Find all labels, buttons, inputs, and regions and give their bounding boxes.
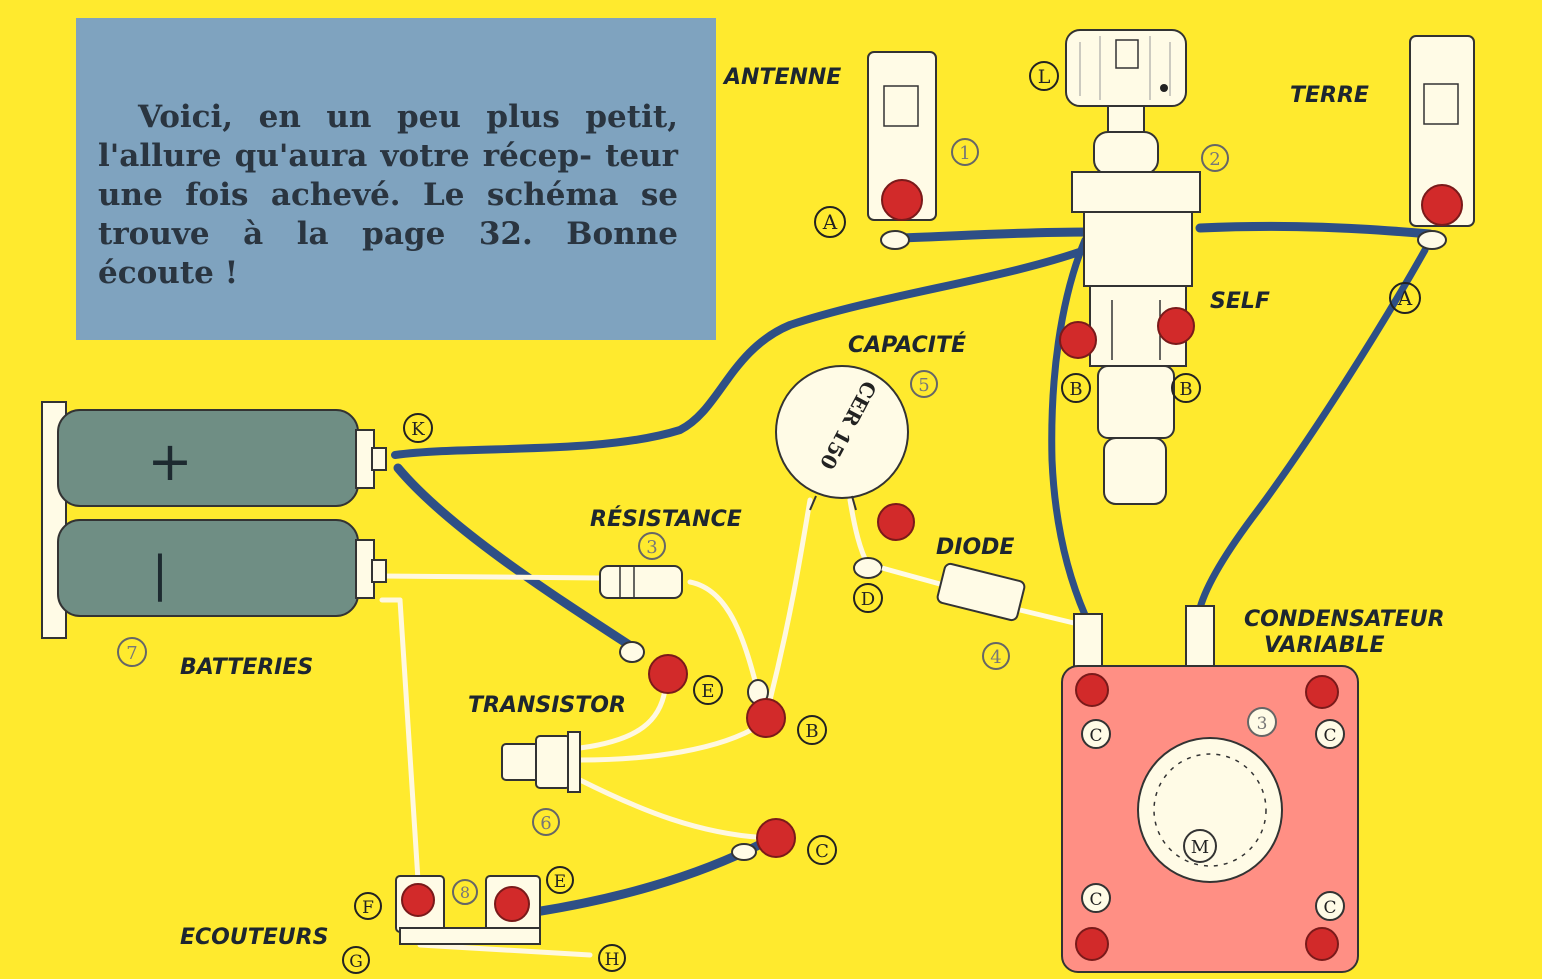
marker-a-terre: A [1397, 286, 1413, 310]
marker-2: 2 [1209, 149, 1220, 170]
marker-b-left: B [1069, 379, 1082, 400]
battery-plus-sign: + [147, 430, 192, 493]
wire-ecouteurs-h [417, 942, 593, 958]
marker-c-tr: C [1323, 726, 1336, 746]
wire-antenne-self [895, 227, 1095, 243]
resistance [599, 565, 683, 599]
label-antenne: ANTENNE [722, 65, 841, 90]
marker-h: H [605, 950, 620, 970]
marker-g: G [349, 952, 363, 972]
marker-circle-c-trans [807, 835, 837, 865]
condensateur-variable [1061, 605, 1359, 973]
marker-m: M [1191, 837, 1209, 858]
marker-c-trans: C [815, 841, 829, 862]
marker-circle-g [342, 946, 370, 974]
marker-circle-b-right [1171, 373, 1201, 403]
marker-circle-m [1183, 829, 1217, 863]
marker-8: 8 [460, 883, 470, 902]
wire-batterie-ecouteurs [397, 597, 421, 883]
marker-6: 6 [540, 813, 551, 834]
marker-f: F [362, 898, 374, 918]
label-condensateur-line1: CONDENSATEUR [1244, 607, 1445, 632]
marker-circle-c-bl [1081, 883, 1111, 913]
wire-trans-e [577, 687, 668, 751]
marker-c-tl: C [1089, 726, 1102, 746]
self-coil [1059, 29, 1201, 505]
wire-k-transistor-e [393, 463, 645, 657]
ecouteurs [395, 875, 541, 945]
marker-b-trans: B [805, 721, 818, 742]
label-resistance: RÉSISTANCE [590, 506, 742, 532]
wire-trans-c [577, 777, 773, 841]
label-condensateur-line2: VARIABLE [1264, 633, 1385, 658]
marker-circle-5 [910, 370, 938, 398]
wire-trans-b [577, 722, 763, 763]
wire-self-batterie-k [391, 246, 1089, 459]
capacite [775, 365, 909, 511]
wire-self-condensateur [1048, 236, 1089, 619]
wire-ecouteurs-c [530, 837, 770, 917]
wire-terre-condensateur [1196, 246, 1429, 612]
marker-circle-a-terre [1389, 282, 1421, 314]
marker-1: 1 [959, 143, 970, 164]
diode [853, 503, 1079, 627]
marker-c-bl: C [1089, 890, 1102, 910]
terre-terminal [1409, 35, 1475, 250]
marker-e-trans: E [701, 681, 714, 702]
marker-d: D [861, 589, 875, 610]
marker-circle-h [598, 944, 626, 972]
label-ecouteurs: ECOUTEURS [180, 925, 328, 950]
marker-circle-3-res [638, 532, 666, 560]
marker-circle-c-tl [1081, 719, 1111, 749]
label-capacite: CAPACITÉ [848, 332, 966, 358]
transistor [501, 641, 796, 861]
marker-3-cond: 3 [1257, 714, 1268, 734]
marker-3-res: 3 [646, 537, 657, 558]
marker-circle-2 [1201, 144, 1229, 172]
marker-circle-e-trans [693, 675, 723, 705]
marker-l: L [1038, 66, 1051, 88]
battery-minus-sign: | [152, 546, 168, 602]
marker-circle-b-left [1061, 373, 1091, 403]
marker-circle-k [403, 413, 433, 443]
label-diode: DIODE [936, 535, 1014, 560]
wire-self-terre [1195, 221, 1435, 239]
antenne-terminal [867, 51, 937, 250]
caption-text: Voici, en un peu plus petit, l'allure qu… [98, 99, 678, 291]
marker-circle-l [1029, 61, 1059, 91]
marker-circle-c-br [1315, 891, 1345, 921]
wire-capacite-d [847, 497, 871, 568]
marker-circle-6 [532, 808, 560, 836]
label-transistor: TRANSISTOR [468, 693, 626, 718]
label-self: SELF [1210, 289, 1270, 314]
marker-b-right: B [1179, 379, 1192, 400]
marker-circle-4 [982, 642, 1010, 670]
caption-box: Voici, en un peu plus petit, l'allure qu… [76, 18, 716, 340]
marker-a-antenne: A [822, 210, 838, 234]
marker-circle-b-trans [797, 715, 827, 745]
marker-7: 7 [126, 643, 137, 664]
batteries [41, 401, 387, 639]
marker-circle-e-ecout [546, 866, 574, 894]
marker-k: K [411, 419, 425, 440]
marker-circle-1 [951, 138, 979, 166]
marker-circle-3-cond [1247, 707, 1277, 737]
marker-circle-a-antenne [814, 206, 846, 238]
marker-e-ecout: E [554, 872, 566, 892]
marker-4: 4 [990, 647, 1001, 668]
marker-circle-f [354, 892, 382, 920]
marker-circle-8 [452, 879, 478, 905]
wire-batterie-resistance [377, 573, 603, 581]
wire-capacite-b [767, 497, 813, 703]
marker-c-br: C [1323, 898, 1336, 918]
marker-circle-c-tr [1315, 719, 1345, 749]
marker-circle-d [853, 583, 883, 613]
marker-5: 5 [918, 375, 929, 396]
label-batteries: BATTERIES [180, 655, 313, 680]
marker-circle-7 [117, 637, 147, 667]
label-terre: TERRE [1290, 83, 1369, 108]
